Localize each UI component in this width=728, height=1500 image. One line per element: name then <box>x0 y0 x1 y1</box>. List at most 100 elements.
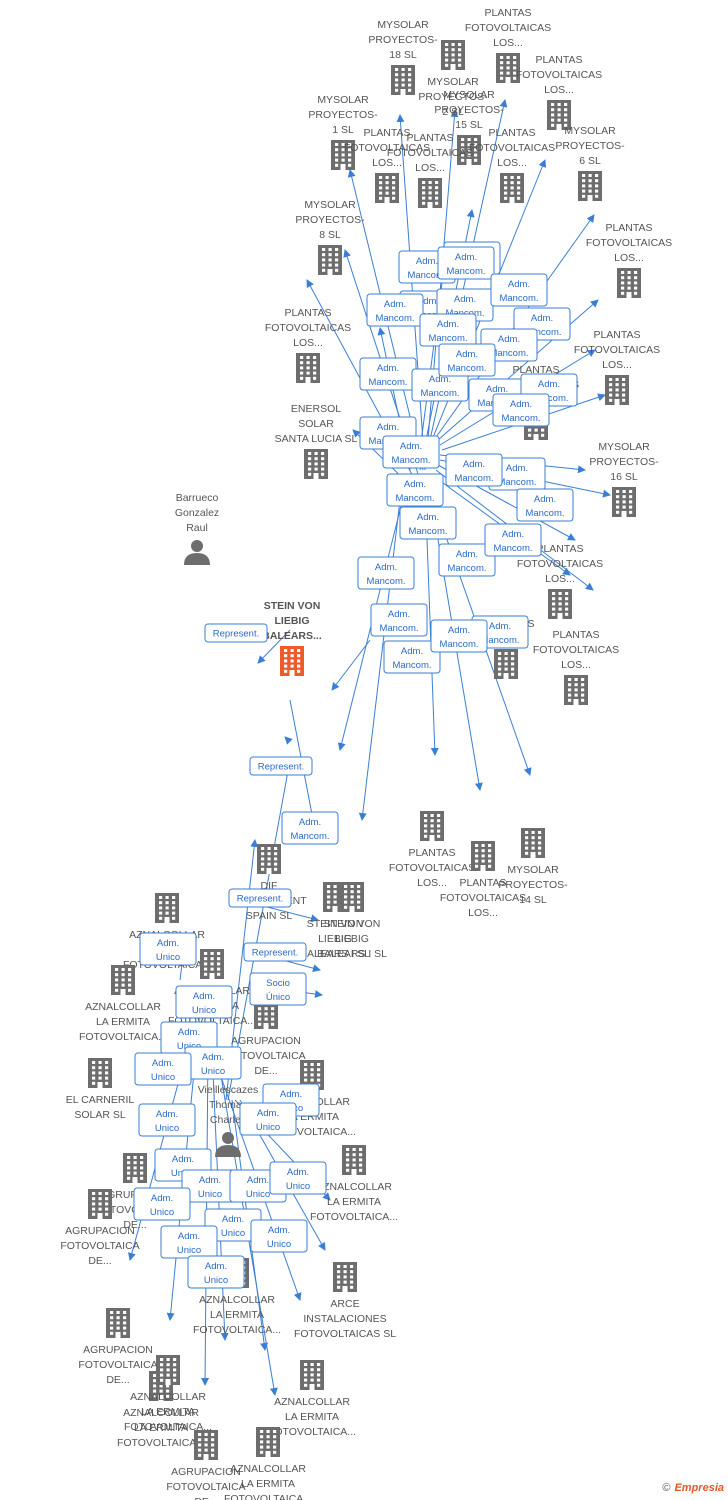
relation-badge[interactable]: Adm.Unico <box>187 1255 245 1289</box>
company-node[interactable]: PLANTASFOTOVOLTAICASLOS... <box>344 127 430 203</box>
relation-badge[interactable]: Adm.Unico <box>139 932 197 966</box>
company-node[interactable]: PLANTASFOTOVOLTAICASLOS... <box>389 811 475 889</box>
company-node[interactable]: PLANTASFOTOVOLTAICASLOS... <box>533 629 619 705</box>
badge-label: Adm. <box>268 1225 290 1236</box>
node-label: FOTOVOLTAICA... <box>310 1211 398 1223</box>
node-label: ARCE <box>330 1298 359 1310</box>
node-label: LOS... <box>372 157 402 169</box>
badge-label: Unico <box>151 1072 175 1083</box>
relation-badge[interactable]: Adm.Unico <box>175 985 233 1019</box>
badge-label: Adm. <box>152 1058 174 1069</box>
focus-company-node[interactable]: STEIN VONLIEBIGBALEARS... <box>262 600 322 676</box>
relation-badge[interactable]: Adm.Unico <box>160 1225 218 1259</box>
node-label: LA ERMITA <box>96 1016 150 1028</box>
company-node[interactable]: PLANTASFOTOVOLTAICASLOS... <box>574 329 660 405</box>
company-node[interactable]: AGRUPACIONFOTOVOLTAICADE... <box>60 1189 140 1267</box>
relation-badge[interactable]: Represent. <box>243 942 307 962</box>
node-label: AGRUPACION <box>83 1344 153 1356</box>
company-node[interactable]: AGRUPACIONFOTOVOLTAICADE... <box>166 1430 246 1500</box>
relation-badge[interactable]: Adm.Unico <box>269 1161 327 1195</box>
relation-badge[interactable]: Adm.Unico <box>133 1187 191 1221</box>
company-node[interactable]: AGRUPACIONFOTOVOLTAICADE... <box>78 1308 158 1386</box>
badge-label: Mancom. <box>447 363 486 374</box>
relation-badge[interactable]: Adm.Unico <box>204 1208 262 1242</box>
company-node[interactable]: DIFMANAGEMENTSPAIN SL <box>231 844 307 922</box>
badge-label: Unico <box>286 1181 310 1192</box>
relation-badge[interactable]: Adm.Mancom. <box>492 393 550 427</box>
relation-badge[interactable]: Adm. Unico <box>134 1052 192 1086</box>
relation-badge[interactable]: Adm.Unico <box>250 1219 308 1253</box>
relation-badge[interactable]: Adm.Mancom. <box>359 357 417 391</box>
relation-badge[interactable]: Adm.Mancom. <box>357 556 415 590</box>
company-node[interactable]: PLANTASFOTOVOLTAICASLOS... <box>465 7 551 83</box>
relation-badge[interactable]: Represent. <box>228 888 292 908</box>
relation-badge[interactable]: Adm.Mancom. <box>370 603 428 637</box>
building-icon <box>391 65 415 95</box>
badge-label: Adm. <box>455 252 477 263</box>
company-node[interactable]: PLANTASFOTOVOLTAICASLOS... <box>516 54 602 130</box>
relation-badge[interactable]: Adm.Mancom. <box>382 435 440 469</box>
relation-badge[interactable]: Adm.Mancom. <box>445 453 503 487</box>
node-label: SANTA LUCIA SL <box>275 433 358 445</box>
relation-badge[interactable]: Represent. <box>249 756 313 776</box>
relation-badge[interactable]: Adm.Mancom. <box>516 488 574 522</box>
relation-badge[interactable]: Adm.Mancom. <box>419 313 477 347</box>
relation-badge[interactable]: Adm.Unico <box>184 1046 242 1080</box>
relation-badge[interactable]: Adm.Unico <box>181 1169 239 1203</box>
relation-badge[interactable]: Adm.Mancom. <box>383 640 441 674</box>
relation-badge[interactable]: Adm.Unico <box>138 1103 196 1137</box>
node-label: PROYECTOS- <box>555 140 625 152</box>
relation-badge[interactable]: Adm.Mancom. <box>484 523 542 557</box>
building-icon <box>612 487 636 517</box>
relation-badge[interactable]: Adm.Unico <box>239 1102 297 1136</box>
badge-label: Mancom. <box>428 333 467 344</box>
relation-badge[interactable]: Represent. <box>204 623 268 643</box>
badge-label: Unico <box>256 1122 280 1133</box>
relation-badge[interactable]: Adm.Mancom. <box>438 343 496 377</box>
empresia-credit[interactable]: ©Empresia <box>662 1482 724 1494</box>
company-node[interactable]: PLANTASFOTOVOLTAICASLOS... <box>517 543 603 619</box>
badge-label: Adm. <box>506 463 528 474</box>
node-label: DE... <box>106 1374 129 1386</box>
relation-badge[interactable]: Adm.Mancom. <box>281 811 339 845</box>
relation-badge[interactable]: Adm.Mancom. <box>490 273 548 307</box>
relation-badge[interactable]: Adm.Mancom. <box>386 473 444 507</box>
company-node[interactable]: PLANTASFOTOVOLTAICASLOS... <box>469 127 555 203</box>
badge-label: Adm. <box>377 363 399 374</box>
relation-badge[interactable]: Adm.Mancom. <box>438 543 496 577</box>
building-icon <box>257 844 281 874</box>
relation-badge[interactable]: Adm.Mancom. <box>437 246 495 280</box>
building-icon <box>420 811 444 841</box>
relation-badge[interactable]: Adm.Mancom. <box>366 293 424 327</box>
relation-badge[interactable]: Adm.Mancom. <box>399 506 457 540</box>
company-node[interactable]: PLANTASFOTOVOLTAICASLOS... <box>586 222 672 298</box>
company-node[interactable]: PLANTASFOTOVOLTAICASLOS... <box>265 307 351 383</box>
node-label: AGRUPACION <box>65 1225 135 1237</box>
relation-badge[interactable]: Adm.Mancom. <box>430 619 488 653</box>
building-icon <box>548 589 572 619</box>
company-node[interactable]: PLANTASFOTOVOLTAICASLOS... <box>387 132 473 208</box>
relation-badge[interactable]: Adm.Mancom. <box>411 368 469 402</box>
badge-label: Mancom. <box>407 270 446 281</box>
company-node[interactable]: PLANTASFOTOVOLTAICASLOS... <box>440 841 526 919</box>
